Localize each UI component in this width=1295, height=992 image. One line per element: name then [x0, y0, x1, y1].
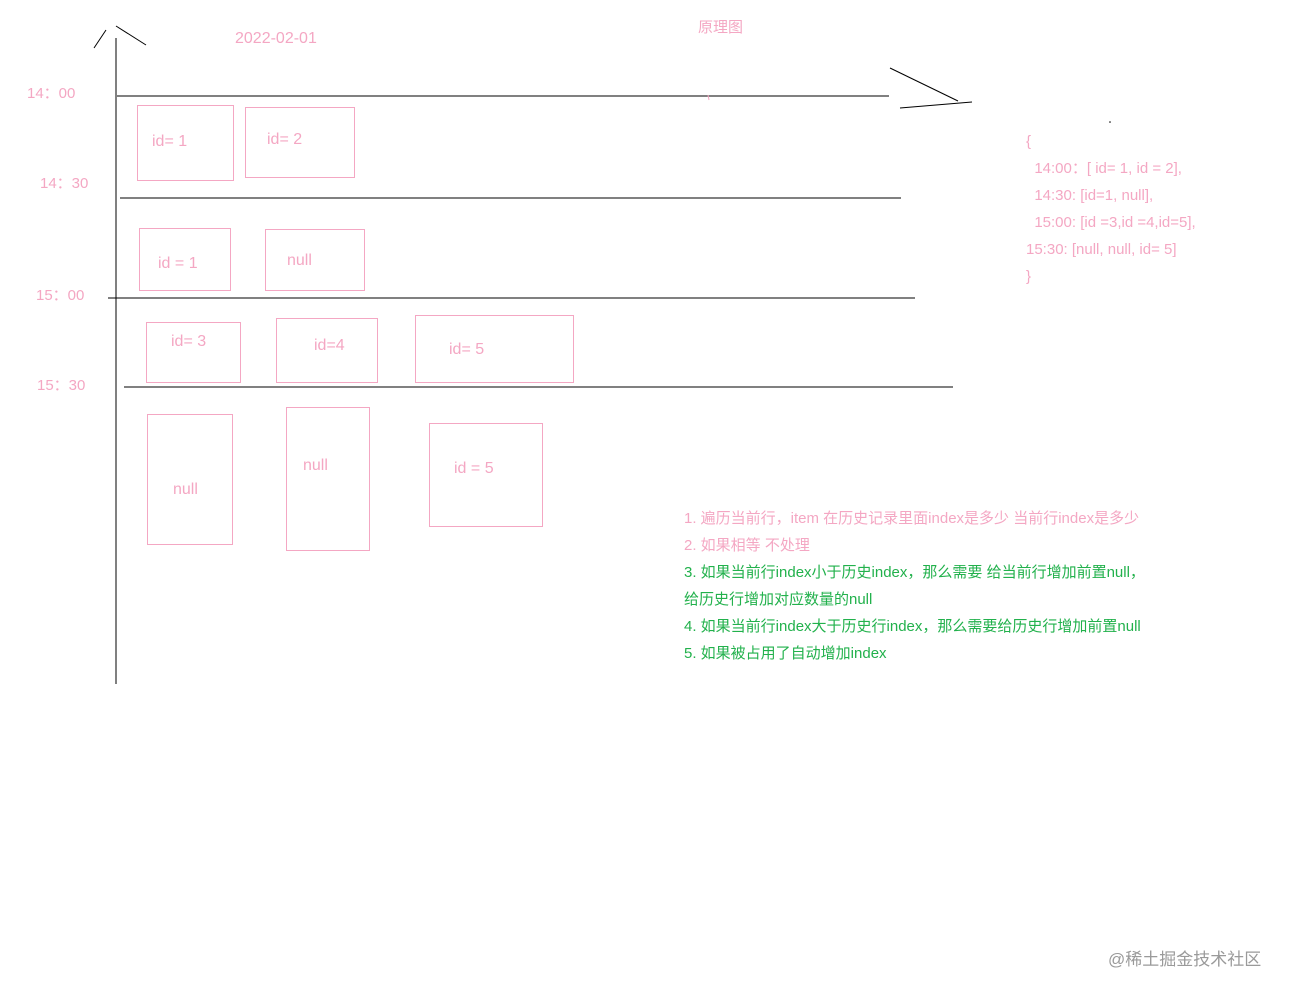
slot-box: id= 1	[137, 105, 234, 181]
slot-label: id = 5	[454, 460, 494, 477]
date-label: 2022-02-01	[235, 30, 317, 47]
stray-mark	[707, 94, 710, 101]
slot-label: id = 1	[158, 255, 198, 272]
slot-label: id=4	[314, 337, 345, 354]
time-label-1500: 15：00	[36, 287, 85, 304]
right-arrow-upper-stroke	[889, 67, 959, 102]
time-label-1530: 15：30	[37, 377, 86, 394]
slot-box: id= 3	[146, 322, 241, 383]
slot-box: id = 1	[139, 228, 231, 291]
step-3-continued: 给历史行增加对应数量的null	[684, 591, 873, 608]
watermark: @稀土掘金技术社区	[1108, 950, 1262, 969]
slot-label: null	[173, 481, 198, 498]
slot-label: null	[303, 457, 328, 474]
slot-box: null	[147, 414, 233, 545]
slot-label: null	[287, 252, 312, 269]
slot-box: id= 5	[415, 315, 574, 383]
slot-label: id= 2	[267, 131, 303, 148]
time-label-1430: 14：30	[40, 175, 89, 192]
slot-label: id= 5	[449, 341, 485, 358]
arrow-head-left-stroke	[93, 29, 107, 49]
slot-box: id = 5	[429, 423, 543, 527]
step-2: 2. 如果相等 不处理	[684, 537, 810, 554]
slot-box: id= 2	[245, 107, 355, 178]
slot-label: id= 3	[171, 333, 207, 350]
stray-dot	[1109, 121, 1111, 123]
json-result-text: { 14:00：[ id= 1, id = 2], 14:30: [id=1, …	[1026, 133, 1196, 285]
slot-box: id=4	[276, 318, 378, 383]
step-5: 5. 如果被占用了自动增加index	[684, 645, 887, 662]
algorithm-steps: 1. 遍历当前行，item 在历史记录里面index是多少 当前行index是多…	[684, 505, 1145, 667]
arrow-head-right-stroke	[115, 25, 147, 46]
step-3: 3. 如果当前行index小于历史index，那么需要 给当前行增加前置null…	[684, 564, 1145, 581]
time-label-1400: 14：00	[27, 85, 76, 102]
slot-box: null	[286, 407, 370, 551]
step-4: 4. 如果当前行index大于历史行index，那么需要给历史行增加前置null	[684, 618, 1141, 635]
right-arrow-lower-stroke	[899, 101, 973, 109]
slot-box: null	[265, 229, 365, 291]
step-1: 1. 遍历当前行，item 在历史记录里面index是多少 当前行index是多…	[684, 510, 1140, 527]
slot-label: id= 1	[152, 133, 188, 150]
diagram-title: 原理图	[698, 19, 744, 36]
